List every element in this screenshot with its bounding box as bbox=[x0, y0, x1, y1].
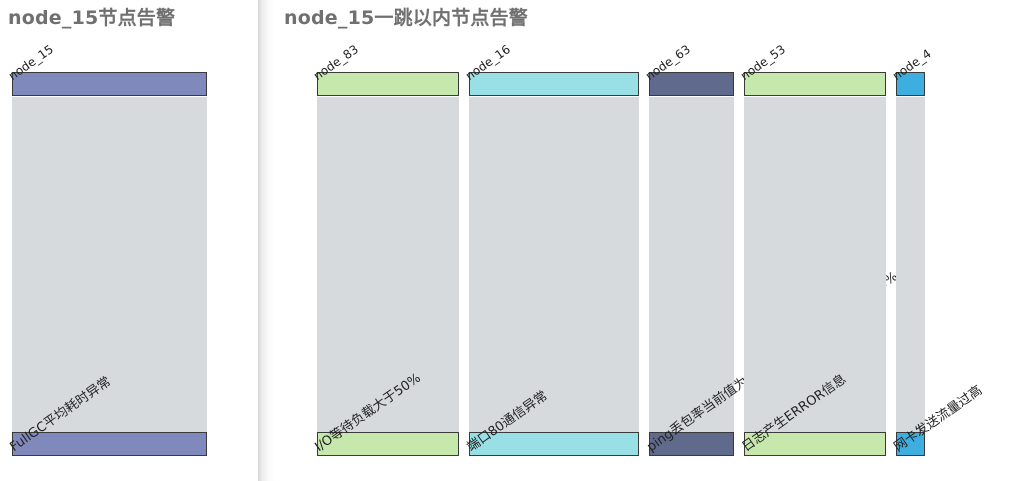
node-column-body bbox=[896, 97, 925, 432]
node-column-body bbox=[317, 97, 459, 432]
node-top-bar[interactable] bbox=[896, 72, 925, 96]
panel-splitter[interactable] bbox=[258, 0, 276, 481]
node-top-bar[interactable] bbox=[12, 72, 207, 96]
node-alarm-bar[interactable] bbox=[469, 432, 639, 456]
neighbor-alarm-panel: node_15一跳以内节点告警 node_83 I/O等待负载大于50% nod… bbox=[276, 0, 1028, 481]
node-column-body bbox=[12, 97, 207, 432]
node-top-bar[interactable] bbox=[744, 72, 886, 96]
node-column-body bbox=[649, 97, 734, 432]
node-alarm-panel-title: node_15节点告警 bbox=[8, 7, 176, 29]
node-alarm-bar[interactable] bbox=[896, 432, 925, 456]
neighbor-alarm-panel-title: node_15一跳以内节点告警 bbox=[284, 7, 529, 29]
node-alarm-panel: node_15节点告警 node_15 FullGC平均耗时异常 bbox=[0, 0, 258, 481]
node-alarm-bar[interactable] bbox=[12, 432, 207, 456]
node-column-body bbox=[469, 97, 639, 432]
node-alarm-bar[interactable] bbox=[744, 432, 886, 456]
node-top-bar[interactable] bbox=[649, 72, 734, 96]
node-alarm-bar[interactable] bbox=[317, 432, 459, 456]
node-top-bar[interactable] bbox=[469, 72, 639, 96]
node-alarm-bar[interactable] bbox=[649, 432, 734, 456]
node-top-bar[interactable] bbox=[317, 72, 459, 96]
node-column-body bbox=[744, 97, 886, 432]
